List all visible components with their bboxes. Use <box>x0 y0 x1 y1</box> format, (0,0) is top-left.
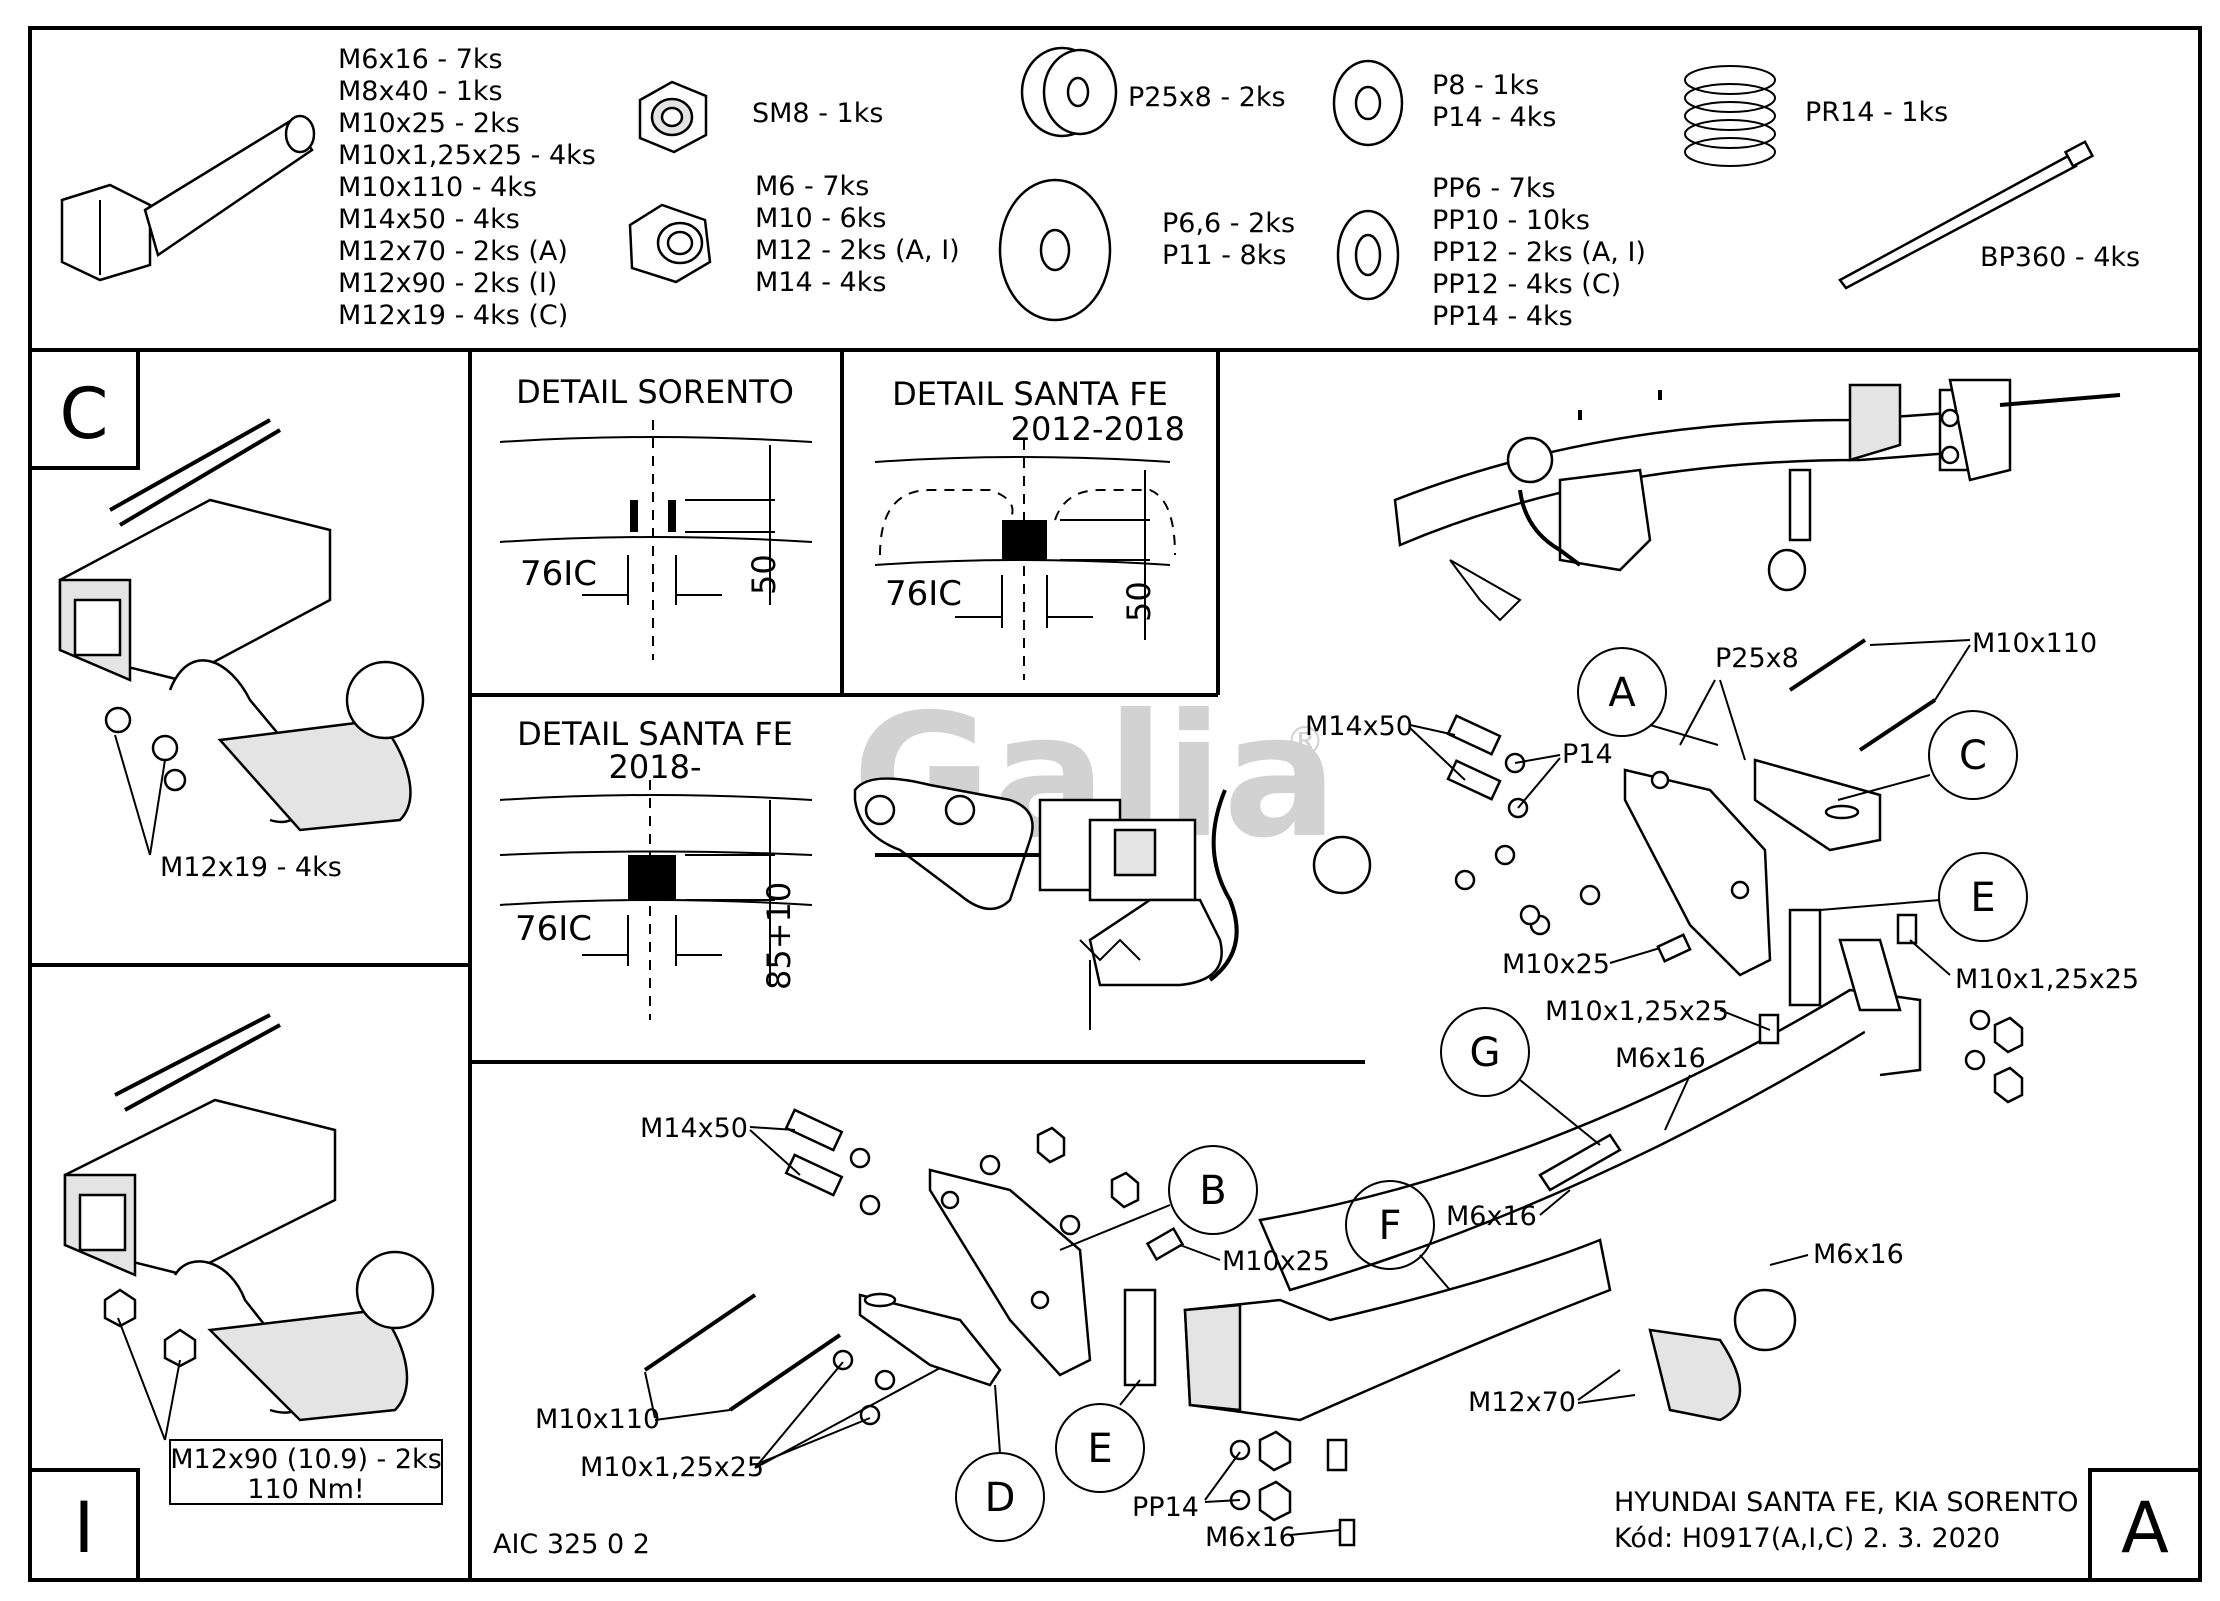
label-p25x8: P25x8 <box>1715 643 1799 674</box>
panel-letter-c: C <box>60 373 109 455</box>
spring-washer-icon <box>1336 209 1400 301</box>
detail-sorento-title: DETAIL SORENTO <box>516 373 794 411</box>
labels-bottom: M14x50 M10x110 M10x1,25x25 M10x25 PP14 M… <box>535 1113 1341 1553</box>
nut-list-item: M14 - 4ks <box>755 267 886 298</box>
label-m6x16-c: M6x16 <box>1813 1239 1904 1270</box>
detail-santafe-2012-years: 2012-2018 <box>1011 410 1185 448</box>
label-p14: P14 <box>1562 739 1613 770</box>
detail-santafe-2018-dim: 85+10 <box>760 882 798 990</box>
panel-letter-a: A <box>2121 1487 2169 1569</box>
label-m6x16-a: M6x16 <box>1615 1043 1706 1074</box>
panel-letter-i: I <box>74 1487 95 1569</box>
spring-washer-item: PP12 - 2ks (A, I) <box>1432 237 1646 268</box>
flat-washer-item: P6,6 - 2ks <box>1162 208 1295 239</box>
washer-icon <box>1332 59 1404 147</box>
callouts-top: A C E G F <box>1345 647 2028 1291</box>
label-m10x125x25-bottom: M10x1,25x25 <box>580 1452 764 1483</box>
label-m10x125x25-right: M10x1,25x25 <box>1955 964 2139 995</box>
callout-f: F <box>1378 1203 1401 1249</box>
label-m12x70: M12x70 <box>1468 1387 1576 1418</box>
nut-icon <box>628 203 712 284</box>
spring-washer-item: PP12 - 4ks (C) <box>1432 269 1621 300</box>
locknut-label: SM8 - 1ks <box>752 98 883 129</box>
bolt-list-item: M14x50 - 4ks <box>338 204 520 235</box>
bolt-list-item: M10x110 - 4ks <box>338 172 537 203</box>
label-m10x125x25-center: M10x1,25x25 <box>1545 996 1729 1027</box>
flat-washer-icon <box>998 178 1112 322</box>
spring-label: PR14 - 1ks <box>1805 97 1948 128</box>
panel-c-hitch-drawing <box>58 418 425 856</box>
callout-b: B <box>1199 1168 1226 1214</box>
callouts-bottom: B E D <box>955 1145 1258 1542</box>
watermark-registered: ® <box>1285 719 1325 765</box>
labels-top: P25x8 M10x110 M14x50 P14 M10x25 M10x1,25… <box>1305 628 2139 1418</box>
detail-santafe-2018-years: 2018- <box>609 748 702 786</box>
bolt-list-item: M10x25 - 2ks <box>338 108 520 139</box>
spring-washer-item: PP10 - 10ks <box>1432 205 1590 236</box>
detail-santafe-2018-title: DETAIL SANTA FE <box>517 715 793 753</box>
label-pp14: PP14 <box>1132 1492 1199 1523</box>
panel-i-bolt-label: M12x90 (10.9) - 2ks <box>170 1444 442 1475</box>
hitch-detail-drawing <box>853 777 1372 1030</box>
label-m10x110-bottom: M10x110 <box>535 1404 660 1435</box>
detail-sorento-dim: 50 <box>745 554 783 595</box>
parts-list-text: M6x16 - 7ks M8x40 - 1ks M10x25 - 2ks M10… <box>338 44 2140 332</box>
bolt-list-item: M12x70 - 2ks (A) <box>338 236 568 267</box>
bolt-list-item: M8x40 - 1ks <box>338 76 503 107</box>
nut-list-item: M12 - 2ks (A, I) <box>755 235 960 266</box>
label-m10x110: M10x110 <box>1972 628 2097 659</box>
spring-washer-item: PP6 - 7ks <box>1432 173 1556 204</box>
product-code: Kód: H0917(A,I,C) 2. 3. 2020 <box>1614 1523 2000 1554</box>
hex-bolt-icon <box>60 114 316 282</box>
callout-e: E <box>1970 875 1995 921</box>
bolt-list-item: M6x16 - 7ks <box>338 44 503 75</box>
thick-washer-label: P25x8 - 2ks <box>1128 82 1286 113</box>
locknut-icon <box>638 80 708 154</box>
exploded-view-bottom <box>643 1108 1612 1547</box>
spring-washer-item: PP14 - 4ks <box>1432 301 1573 332</box>
label-m6x16-b: M6x16 <box>1446 1201 1537 1232</box>
detail-santafe-2018-code: 76IC <box>515 909 592 949</box>
flat-washer-item: P11 - 8ks <box>1162 240 1286 271</box>
frame-lines <box>28 26 2202 1582</box>
vehicle-name: HYUNDAI SANTA FE, KIA SORENTO <box>1614 1487 2078 1518</box>
panel-i-torque: 110 Nm! <box>247 1474 364 1505</box>
washer-item: P8 - 1ks <box>1432 70 1539 101</box>
exploded-view-top <box>1258 638 2024 1422</box>
detail-santafe-2018: DETAIL SANTA FE 2018- 76IC 85+10 <box>499 715 813 1020</box>
detail-santafe-2012-title: DETAIL SANTA FE <box>892 375 1168 413</box>
detail-sorento-code: 76IC <box>520 554 597 594</box>
doc-number: AIC 325 0 2 <box>493 1529 650 1560</box>
bumper-beam-top-drawing <box>1393 378 2121 622</box>
label-m10x25-top: M10x25 <box>1502 949 1610 980</box>
bolt-list-item: M12x19 - 4ks (C) <box>338 300 568 331</box>
detail-santafe-2012-code: 76IC <box>885 574 962 614</box>
nut-list-item: M10 - 6ks <box>755 203 886 234</box>
callout-a: A <box>1608 670 1636 716</box>
label-m6x16-bottom: M6x16 <box>1205 1522 1296 1553</box>
label-m14x50-bottom: M14x50 <box>640 1113 748 1144</box>
label-m10x25-bottom: M10x25 <box>1222 1246 1330 1277</box>
callout-g: G <box>1470 1030 1501 1076</box>
panel-i-hitch-drawing <box>63 1013 443 1505</box>
cable-tie-label: BP360 - 4ks <box>1980 242 2140 273</box>
callout-c: C <box>1959 733 1987 779</box>
bolt-list-item: M12x90 - 2ks (I) <box>338 268 557 299</box>
thick-washer-icon <box>1020 46 1118 138</box>
spring-icon <box>1684 65 1776 167</box>
nut-list-item: M6 - 7ks <box>755 171 869 202</box>
callout-d: D <box>985 1475 1016 1521</box>
bolt-list-item: M10x1,25x25 - 4ks <box>338 140 596 171</box>
detail-santafe-2012: DETAIL SANTA FE 2012-2018 76IC 50 <box>874 375 1185 680</box>
detail-sorento: DETAIL SORENTO 76IC 50 <box>499 373 813 660</box>
label-m14x50-top: M14x50 <box>1305 711 1413 742</box>
washer-item: P14 - 4ks <box>1432 102 1556 133</box>
callout-e-bottom: E <box>1087 1426 1112 1472</box>
detail-santafe-2012-dim: 50 <box>1120 581 1158 622</box>
panel-c-bolt-label: M12x19 - 4ks <box>160 852 342 883</box>
cable-tie-icon <box>1838 140 2095 290</box>
